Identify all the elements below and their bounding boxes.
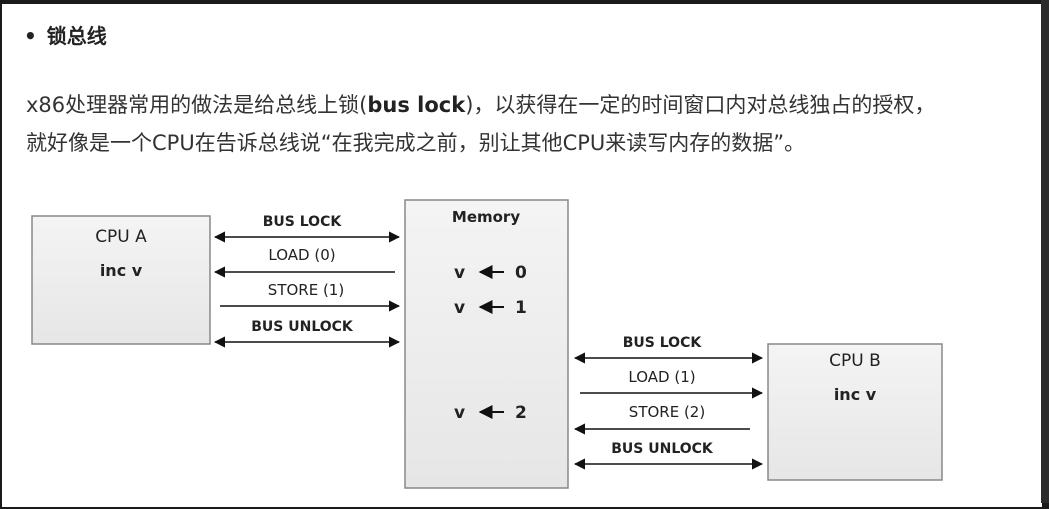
- memory-box: [404, 199, 569, 489]
- signal-label: BUS LOCK: [623, 335, 703, 351]
- line1-prefix: x86处理器常用的做法是给总线上锁(: [26, 93, 368, 117]
- signal-label: LOAD (0): [268, 246, 335, 264]
- signal-label: STORE (1): [268, 281, 344, 299]
- signal-label: BUS UNLOCK: [611, 441, 714, 457]
- cpu-b-op: inc v: [834, 385, 877, 404]
- bullet-icon: •: [24, 24, 37, 48]
- side-frame: [1041, 0, 1049, 503]
- cpu-a-label: CPU A: [95, 227, 147, 247]
- section-title: 锁总线: [46, 24, 107, 48]
- article-page: • 锁总线 x86处理器常用的做法是给总线上锁(bus lock)，以获得在一定的…: [2, 4, 1042, 507]
- signal-label: BUS LOCK: [263, 214, 343, 230]
- memory-value: 2: [515, 403, 527, 423]
- memory-var: v: [454, 263, 465, 283]
- cpu-a-op: inc v: [100, 261, 143, 280]
- cpu-b-label: CPU B: [829, 351, 881, 371]
- memory-var: v: [454, 403, 465, 423]
- section-heading: • 锁总线: [24, 20, 107, 49]
- bus-lock-term: bus lock: [367, 93, 466, 117]
- signal-label: LOAD (1): [628, 368, 695, 386]
- memory-value: 0: [515, 263, 527, 283]
- memory-value: 1: [515, 298, 527, 318]
- cpu-b-box: [767, 343, 943, 481]
- signal-label: BUS UNLOCK: [251, 319, 354, 335]
- bus-lock-diagram: CPU A inc v Memory v 0 v 1 v 2 CPU B inc…: [31, 199, 943, 489]
- paragraph-line-2: 就好像是一个CPU在告诉总线说“在我完成之前，别让其他CPU来读写内存的数据”。: [26, 131, 806, 155]
- memory-row: v 1: [454, 298, 527, 318]
- line1-suffix: )，以获得在一定的时间窗口内对总线独占的授权，: [465, 93, 936, 117]
- paragraph-line-1: x86处理器常用的做法是给总线上锁(bus lock)，以获得在一定的时间窗口内…: [26, 86, 1036, 124]
- memory-row: v 0: [454, 263, 527, 283]
- memory-title: Memory: [452, 208, 520, 226]
- memory-var: v: [454, 298, 465, 318]
- signal-label: STORE (2): [629, 403, 705, 421]
- cpu-a-box: [31, 215, 211, 345]
- description-paragraph: x86处理器常用的做法是给总线上锁(bus lock)，以获得在一定的时间窗口内…: [26, 86, 1036, 162]
- memory-row: v 2: [454, 403, 527, 423]
